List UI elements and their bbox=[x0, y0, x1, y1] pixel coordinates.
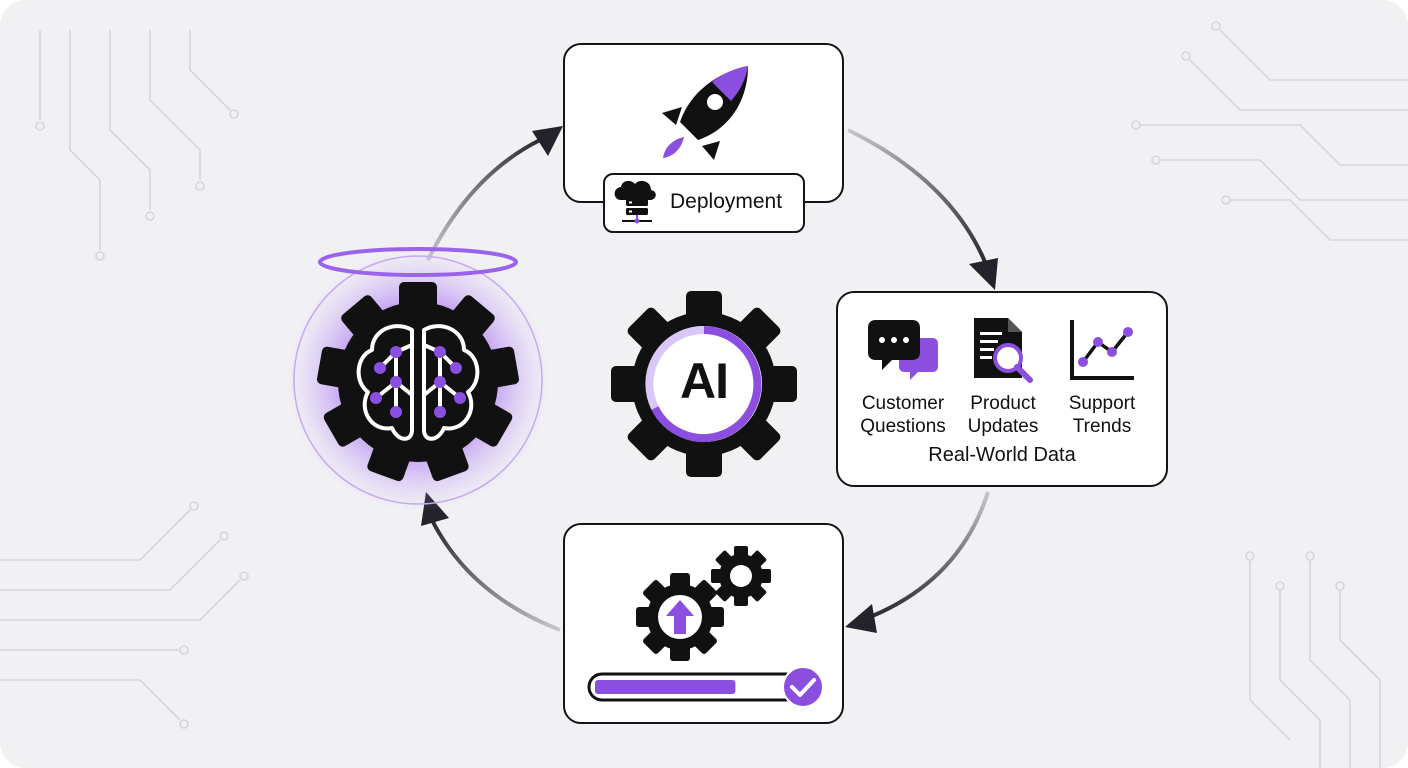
ai-label: AI bbox=[680, 353, 729, 409]
deployment-label: Deployment bbox=[670, 190, 783, 213]
cycle-arrowhead-right bbox=[969, 258, 998, 290]
progress-fill bbox=[595, 680, 736, 694]
cycle-arc-to-update bbox=[869, 491, 990, 619]
brain-glow-ring bbox=[293, 255, 543, 505]
gear-icon bbox=[611, 291, 797, 477]
chat-bubbles-icon bbox=[868, 320, 938, 380]
cycle-arc-to-deployment bbox=[426, 138, 541, 261]
rocket-icon bbox=[662, 66, 748, 160]
cycle-arrowhead-bottom bbox=[845, 604, 877, 633]
cycle-arrowhead-top bbox=[532, 126, 563, 156]
document-search-icon bbox=[974, 318, 1033, 383]
brain-gear-icon bbox=[317, 282, 519, 482]
line-chart-icon bbox=[1070, 320, 1134, 380]
real-world-data-title: Real-World Data bbox=[928, 444, 1076, 466]
circuit-traces bbox=[0, 29, 1408, 768]
cloud-server-icon bbox=[614, 180, 656, 224]
brain-halo bbox=[318, 247, 518, 277]
circuit-nodes bbox=[35, 21, 1345, 729]
gears-upgrade-icon bbox=[636, 546, 771, 661]
cycle-arc-to-data bbox=[847, 128, 987, 263]
check-circle-icon bbox=[782, 666, 824, 708]
cycle-arc-to-brain bbox=[430, 519, 561, 632]
progress-bar bbox=[587, 672, 801, 702]
